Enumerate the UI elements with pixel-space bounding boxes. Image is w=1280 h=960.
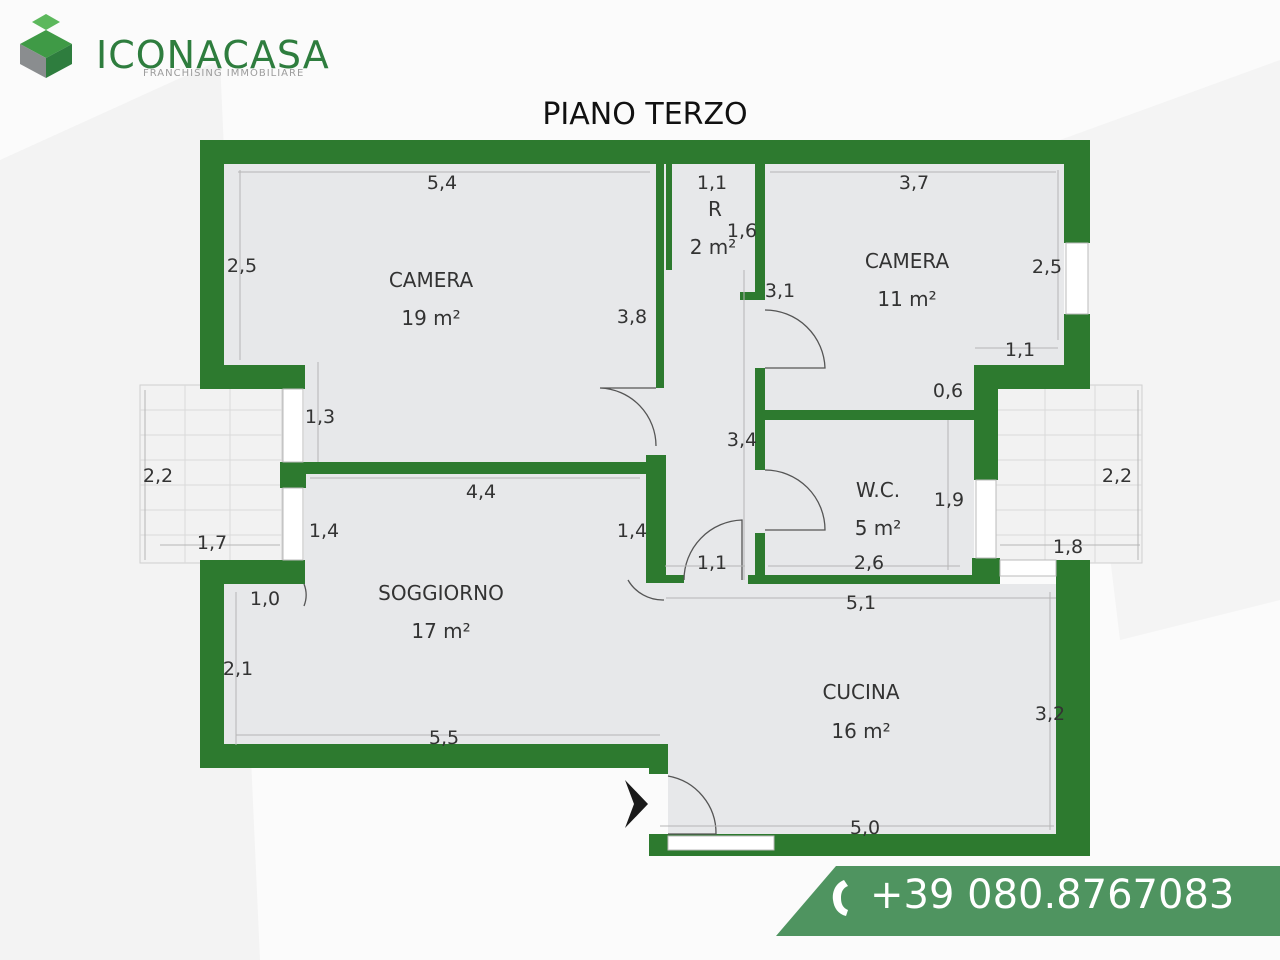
dimension-label: 1,8 [1053, 536, 1083, 558]
dimension-label: 3,1 [765, 280, 795, 302]
brand-name: ICONACASA [96, 33, 330, 77]
dimension-label: 1,6 [727, 220, 757, 242]
room-area: 16 m² [831, 719, 890, 743]
room-name: R [708, 197, 722, 221]
phone-number[interactable]: +39 080.8767083 [870, 872, 1235, 918]
brand-tagline: FRANCHISING IMMOBILIARE [143, 68, 305, 79]
dimension-label: 1,0 [250, 588, 280, 610]
dimension-label: 1,1 [697, 172, 727, 194]
dimension-label: 2,5 [1032, 256, 1062, 278]
dimension-label: 5,0 [850, 817, 880, 839]
contact-banner [776, 866, 1280, 936]
plan-title: PIANO TERZO [542, 97, 748, 132]
dimension-label: 1,1 [697, 552, 727, 574]
dimension-label: 1,4 [309, 520, 339, 542]
room-area: 11 m² [877, 287, 936, 311]
dimension-label: 2,6 [854, 552, 884, 574]
room-name: CAMERA [865, 249, 950, 273]
room-name: CAMERA [389, 268, 474, 292]
dimension-label: 5,1 [846, 592, 876, 614]
dimension-label: 4,4 [466, 481, 496, 503]
room-area: 2 m² [690, 235, 737, 259]
dimension-label: 2,2 [1102, 465, 1132, 487]
room-area: 19 m² [401, 306, 460, 330]
dimension-label: 1,1 [1005, 339, 1035, 361]
dimension-label: 1,9 [934, 489, 964, 511]
windows [282, 242, 1089, 851]
floor-area [222, 163, 1064, 834]
room-name: W.C. [856, 478, 900, 502]
dimension-label: 3,8 [617, 306, 647, 328]
dimension-label: 3,4 [727, 429, 757, 451]
dimension-label: 3,7 [899, 172, 929, 194]
room-area: 5 m² [855, 516, 902, 540]
walls [200, 140, 1090, 856]
dimension-label: 1,4 [617, 520, 647, 542]
room-name: SOGGIORNO [378, 581, 504, 605]
dimension-label: 5,5 [429, 727, 459, 749]
company-logo: ICONACASA FRANCHISING IMMOBILIARE [18, 14, 329, 84]
cube-logo-icon [20, 14, 72, 78]
dimension-label: 2,2 [143, 465, 173, 487]
dimension-label: 1,7 [197, 532, 227, 554]
dimension-label: 0,6 [933, 380, 963, 402]
room-name: CUCINA [822, 680, 899, 704]
dimension-lines [144, 170, 1140, 830]
dimension-label: 5,4 [427, 172, 457, 194]
dimension-label: 2,5 [227, 255, 257, 277]
dimension-label: 2,1 [223, 658, 253, 680]
doors [303, 309, 826, 835]
room-area: 17 m² [411, 619, 470, 643]
entrance-arrow-icon [625, 780, 648, 828]
dimension-label: 1,3 [305, 406, 335, 428]
balcony-left [139, 384, 283, 564]
phone-icon [832, 880, 848, 916]
dimension-label: 3,2 [1035, 703, 1065, 725]
